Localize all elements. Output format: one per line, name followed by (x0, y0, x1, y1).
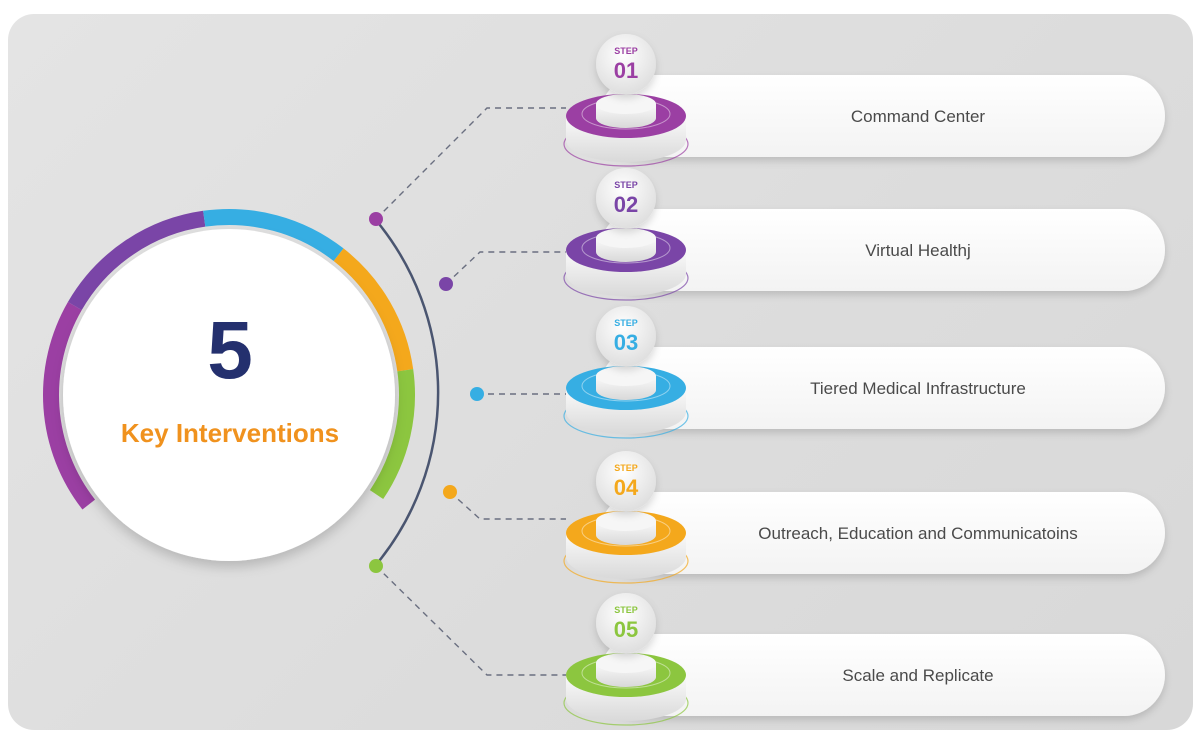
step-label: Virtual Healthj (865, 241, 971, 260)
step-dot (439, 277, 453, 291)
step-connector (445, 251, 566, 285)
step-badge (596, 168, 656, 228)
step-label: Outreach, Education and Communicatoins (758, 524, 1077, 543)
step-02: Virtual Healthj STEP 02 (439, 168, 1165, 301)
step-dot (369, 559, 383, 573)
ring-segment-3 (203, 209, 344, 262)
step-card (600, 492, 1165, 574)
step-card (600, 75, 1165, 157)
step-04: Outreach, Education and Communicatoins ST… (443, 451, 1165, 584)
ring-segment-4 (333, 248, 414, 372)
step-word: STEP (614, 318, 638, 328)
step-card (600, 634, 1165, 716)
step-card (600, 209, 1165, 291)
step-dot (369, 212, 383, 226)
step-dot (443, 485, 457, 499)
step-pedestal (563, 653, 689, 726)
intervention-count: 5 (207, 305, 253, 396)
step-word: STEP (614, 180, 638, 190)
step-number: 03 (614, 330, 638, 355)
step-card (600, 347, 1165, 429)
step-connector (375, 107, 566, 220)
step-label: Scale and Replicate (842, 666, 993, 685)
step-badge (596, 593, 656, 653)
step-connector (449, 491, 566, 520)
step-pedestal (563, 511, 689, 584)
step-pedestal (563, 94, 689, 167)
step-badge (596, 451, 656, 511)
ring-segment-1 (43, 302, 96, 510)
step-05: Scale and Replicate STEP 05 (369, 559, 1165, 726)
step-badge (596, 34, 656, 94)
pedestal-stem-top (596, 228, 656, 248)
step-number: 04 (614, 475, 639, 500)
step-word: STEP (614, 46, 638, 56)
step-label: Command Center (851, 107, 986, 126)
step-number: 01 (614, 58, 638, 83)
pedestal-stem-top (596, 366, 656, 386)
connector-arc (374, 218, 440, 567)
step-pedestal (563, 228, 689, 301)
pedestal-stem-top (596, 511, 656, 531)
center-title: Key Interventions (120, 418, 340, 448)
step-word: STEP (614, 605, 638, 615)
pedestal-stem-top (596, 94, 656, 114)
step-label: Tiered Medical Infrastructure (810, 379, 1026, 398)
step-word: STEP (614, 463, 638, 473)
step-badge (596, 306, 656, 366)
step-number: 05 (614, 617, 638, 642)
progress-ring (43, 209, 415, 510)
step-connector (375, 565, 566, 676)
step-dot (470, 387, 484, 401)
ring-segment-2 (67, 210, 206, 311)
step-03: Tiered Medical Infrastructure STEP 03 (470, 306, 1165, 439)
step-number: 02 (614, 192, 638, 217)
step-pedestal (563, 366, 689, 439)
center-circle (63, 229, 395, 561)
pedestal-stem-top (596, 653, 656, 673)
ring-segment-5 (369, 369, 415, 500)
